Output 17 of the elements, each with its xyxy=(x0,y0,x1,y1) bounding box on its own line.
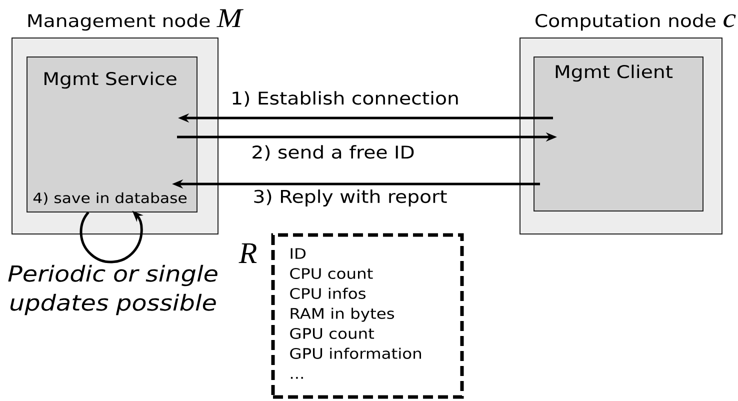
node-label: RAM in bytes xyxy=(290,308,394,322)
node-label: ID xyxy=(290,248,306,259)
node-heading: Management node M xyxy=(28,9,244,31)
box-symbol: R xyxy=(238,243,257,263)
node-label: CPU infos xyxy=(290,288,366,299)
process-box: Mgmt Client xyxy=(534,56,704,212)
node-label: ... xyxy=(290,376,303,379)
node-label: CPU count xyxy=(290,268,373,279)
node-label: GPU information xyxy=(290,348,421,359)
node-heading: Computation node c xyxy=(536,14,736,31)
edge-label: 3) Reply with report xyxy=(254,190,447,206)
edge-label: Periodic or single updates possible xyxy=(8,264,218,316)
edge-label: 2) send a free ID xyxy=(252,145,414,161)
edge-label: 1) Establish connection xyxy=(232,91,458,107)
node-label: GPU count xyxy=(290,328,374,339)
report-box: ID CPU count CPU infos RAM in bytes GPU count GPU information ... xyxy=(271,233,464,399)
process-box: Mgmt Service 4) save in database xyxy=(26,56,198,212)
